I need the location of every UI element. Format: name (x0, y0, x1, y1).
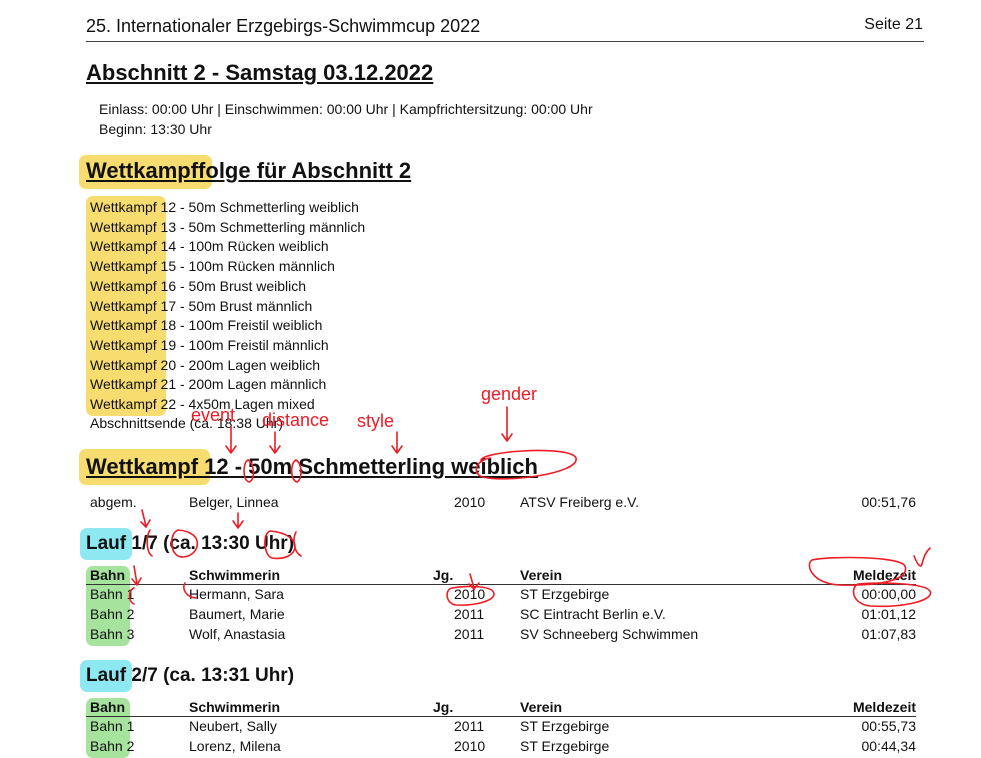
event-order-prefix: Wettkampf (90, 238, 157, 255)
event-order-item: Wettkampf 19 - 100m Freistil männlich (90, 337, 329, 353)
event-order-item: Wettkampf 18 - 100m Freistil weiblich (90, 317, 322, 333)
swimmer-name: Baumert, Marie (189, 606, 285, 622)
annotation-gender: gender (481, 384, 538, 404)
event-order-prefix: Wettkampf (90, 199, 157, 215)
club-name: ST Erzgebirge (520, 586, 610, 602)
col-entry-time: Meldezeit (852, 699, 916, 715)
event-order-label: 14 - 100m Rücken weiblich (156, 238, 329, 255)
col-year: Jg. (433, 699, 454, 715)
event-order-item: Wettkampf 12 - 50m Schmetterling weiblic… (90, 199, 359, 215)
section-info-times: Einlass: 00:00 Uhr | Einschwimmen: 00:00… (99, 101, 593, 117)
annotation-style: style (357, 411, 395, 431)
club-name: SV Schneeberg Schwimmen (520, 626, 699, 642)
order-title: Wettkampffolge für Abschnitt 2 (86, 158, 412, 183)
event-order-item: Wettkampf 21 - 200m Lagen männlich (90, 376, 326, 392)
page-number: Seite 21 (864, 16, 923, 33)
col-club: Verein (520, 699, 563, 715)
birth-year: 2010 (454, 586, 486, 602)
document-title: 25. Internationaler Erzgebirgs-Schwimmcu… (86, 16, 481, 36)
event-order-item: Wettkampf 16 - 50m Brust weiblich (90, 278, 306, 294)
entry-time: 00:00,00 (861, 586, 917, 602)
entry-time: 01:01,12 (861, 606, 917, 622)
heat-1-title: Lauf 1/7 (ca. 13:30 Uhr) (86, 533, 295, 554)
event-order-prefix: Wettkampf (90, 336, 157, 353)
birth-year: 2011 (454, 606, 485, 622)
withdrawn-name: Belger, Linnea (189, 494, 279, 510)
event-order-label: 15 - 100m Rücken männlich (156, 258, 335, 275)
event-order-item: Wettkampf 14 - 100m Rücken weiblich (90, 238, 329, 254)
col-lane: Bahn (90, 699, 125, 715)
withdrawn-club: ATSV Freiberg e.V. (520, 494, 640, 510)
event-order-prefix: Wettkampf (90, 317, 157, 334)
withdrawn-status: abgem. (90, 494, 137, 510)
event-order-label: 12 - 50m Schmetterling weiblich (156, 199, 359, 215)
club-name: ST Erzgebirge (520, 738, 610, 754)
event-order-prefix: Wettkampf (90, 297, 157, 314)
event-order-label: 18 - 100m Freistil weiblich (156, 317, 323, 334)
highlight-marker (86, 196, 166, 416)
lane-label: Bahn 3 (90, 626, 135, 642)
event-order-prefix: Wettkampf (90, 356, 157, 373)
col-year: Jg. (433, 567, 454, 583)
entry-time: 01:07,83 (861, 626, 917, 642)
col-swimmer: Schwimmerin (189, 567, 281, 583)
event-title: Wettkampf 12 - 50m Schmetterling weiblic… (86, 454, 538, 479)
event-order-label: 19 - 100m Freistil männlich (156, 336, 329, 353)
section-title: Abschnitt 2 - Samstag 03.12.2022 (86, 60, 434, 85)
swimmer-name: Neubert, Sally (189, 718, 277, 734)
withdrawn-time: 00:51,76 (861, 494, 917, 510)
col-lane: Bahn (90, 567, 125, 583)
section-start-time: Beginn: 13:30 Uhr (99, 121, 212, 137)
event-order-label: 16 - 50m Brust weiblich (156, 277, 307, 294)
heat-2-title: Lauf 2/7 (ca. 13:31 Uhr) (86, 665, 295, 686)
entry-time: 00:44,34 (861, 738, 917, 754)
swimmer-name: Lorenz, Milena (189, 738, 281, 754)
lane-label: Bahn 2 (90, 606, 135, 622)
table-header-rule (86, 716, 916, 717)
event-order-label: 21 - 200m Lagen männlich (156, 376, 327, 393)
highlight-marker (80, 528, 132, 560)
highlight-marker (86, 566, 130, 646)
withdrawn-year: 2010 (454, 494, 486, 510)
club-name: ST Erzgebirge (520, 718, 610, 734)
event-order-label: 20 - 200m Lagen weiblich (156, 356, 321, 373)
event-order-label: 22 - 4x50m Lagen mixed (156, 396, 315, 412)
swimmer-name: Wolf, Anastasia (189, 626, 286, 642)
annotation-event: event (191, 405, 236, 425)
birth-year: 2010 (454, 738, 486, 754)
col-club: Verein (520, 567, 563, 583)
lane-label: Bahn 2 (90, 738, 135, 754)
event-order-prefix: Wettkampf (90, 277, 157, 294)
col-entry-time: Meldezeit (852, 567, 916, 583)
table-header-rule (86, 584, 916, 585)
col-swimmer: Schwimmerin (189, 699, 281, 715)
event-order-item: Wettkampf 13 - 50m Schmetterling männlic… (90, 219, 365, 235)
highlight-marker (79, 155, 212, 189)
birth-year: 2011 (454, 718, 485, 734)
highlight-marker (79, 449, 210, 485)
birth-year: 2011 (454, 626, 485, 642)
event-order-item: Wettkampf 22 - 4x50m Lagen mixed (90, 396, 315, 412)
entry-time: 00:55,73 (861, 718, 917, 734)
event-order-label: 13 - 50m Schmetterling männlich (156, 218, 366, 235)
event-order-item: Wettkampf 20 - 200m Lagen weiblich (90, 357, 320, 373)
section-end-time: Abschnittsende (ca. 18:38 Uhr) (90, 415, 283, 431)
event-order-prefix: Wettkampf (90, 396, 157, 412)
swimmer-name: Hermann, Sara (189, 586, 284, 602)
event-order-prefix: Wettkampf (90, 258, 157, 275)
event-order-prefix: Wettkampf (90, 376, 157, 393)
lane-label: Bahn 1 (90, 586, 135, 602)
highlight-marker (80, 660, 132, 692)
event-order-prefix: Wettkampf (90, 218, 157, 235)
highlight-marker (86, 698, 130, 758)
event-order-label: 17 - 50m Brust männlich (156, 297, 313, 314)
event-order-item: Wettkampf 17 - 50m Brust männlich (90, 298, 312, 314)
header-divider (86, 41, 924, 42)
club-name: SC Eintracht Berlin e.V. (520, 606, 666, 622)
annotation-distance: distance (262, 410, 330, 430)
event-order-item: Wettkampf 15 - 100m Rücken männlich (90, 258, 335, 274)
lane-label: Bahn 1 (90, 718, 135, 734)
